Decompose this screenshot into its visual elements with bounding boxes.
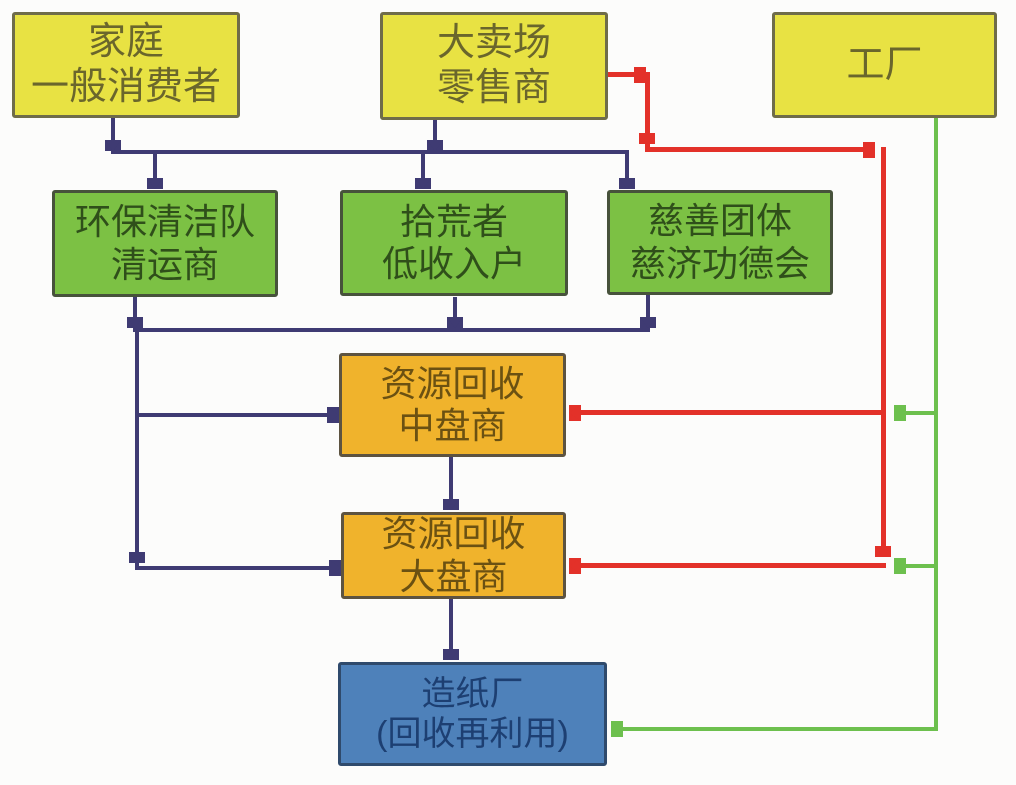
- arrowhead-left-icon: [569, 558, 581, 574]
- node-label-line: 慈善团体: [647, 200, 792, 242]
- node-label-line: 清运商: [110, 243, 219, 285]
- arrowhead-down-icon: [147, 178, 163, 189]
- arrowhead-right-icon: [329, 560, 341, 576]
- node-label-line: 拾荒者: [399, 200, 508, 242]
- edge-top-bus-line: [111, 150, 629, 154]
- arrowhead-down-icon: [415, 178, 431, 189]
- arrowhead-right-icon: [634, 67, 646, 83]
- node-recycling-mid-dealer: 资源回收 中盘商: [339, 353, 566, 457]
- edge-left-rail-line: [135, 332, 139, 568]
- arrowhead-down-icon: [619, 178, 635, 189]
- edge-red-to-big-dealer-line: [581, 563, 886, 568]
- edge-red-to-mid-dealer-line: [581, 410, 886, 415]
- node-factory: 工厂: [772, 12, 997, 118]
- arrowhead-left-icon: [611, 721, 623, 737]
- edge-retailer-down-line: [433, 120, 437, 146]
- edge-cleaning-down-line: [133, 297, 137, 321]
- arrowhead-down-icon: [640, 317, 656, 328]
- edge-factory-to-mid-dealer-line: [906, 411, 938, 415]
- node-scavengers-low-income: 拾荒者 低收入户: [340, 190, 568, 296]
- edge-rail-to-mid-dealer-line: [135, 413, 327, 417]
- edge-retailer-drop-line: [645, 72, 650, 147]
- edge-mid-to-big-dealer-line: [449, 457, 453, 501]
- arrowhead-down-icon: [427, 140, 443, 151]
- arrowhead-down-icon: [443, 499, 459, 510]
- node-label-line: 工厂: [846, 43, 923, 86]
- node-household-consumers: 家庭 一般消费者: [12, 12, 240, 118]
- edge-bus-to-charity-line: [625, 150, 629, 180]
- edge-bus-to-scavengers-line: [421, 154, 425, 180]
- node-label-line: 资源回收: [380, 362, 525, 404]
- edge-retailer-across-line: [645, 147, 863, 152]
- arrowhead-down-icon: [875, 546, 891, 557]
- arrowhead-down-icon: [443, 649, 459, 660]
- node-paper-mill-reuse: 造纸厂 (回收再利用): [338, 662, 607, 766]
- node-label-line: 低收入户: [381, 243, 526, 284]
- node-hypermarket-retailer: 大卖场 零售商: [380, 12, 608, 120]
- node-label-line: (回收再利用): [376, 715, 569, 753]
- edge-factory-to-paper-mill-line: [623, 727, 938, 731]
- arrowhead-down-icon: [127, 317, 143, 328]
- edge-red-rail-line: [881, 147, 886, 547]
- node-recycling-big-dealer: 资源回收 大盘商: [341, 512, 566, 599]
- arrowhead-down-icon: [447, 317, 463, 328]
- node-label-line: 造纸厂: [421, 674, 524, 713]
- node-charity-groups: 慈善团体 慈济功德会: [607, 190, 833, 295]
- arrowhead-down-icon: [105, 140, 121, 151]
- node-label-line: 环保清洁队: [74, 201, 255, 243]
- edge-retailer-right-line: [608, 72, 634, 77]
- node-label-line: 大卖场: [436, 22, 551, 65]
- node-label-line: 家庭: [87, 21, 164, 64]
- node-label-line: 慈济功德会: [629, 242, 810, 284]
- node-label-line: 一般消费者: [30, 66, 221, 108]
- arrowhead-right-icon: [863, 142, 875, 158]
- node-label-line: 中盘商: [398, 405, 507, 446]
- edge-bus-to-cleaning-line: [153, 154, 157, 180]
- edge-household-down-line: [111, 118, 115, 146]
- node-label-line: 零售商: [436, 67, 551, 109]
- arrowhead-left-icon: [569, 405, 581, 421]
- arrowhead-right-icon: [327, 407, 339, 423]
- edge-big-dealer-to-paper-mill-line: [449, 599, 453, 650]
- node-cleaning-crew: 环保清洁队 清运商: [52, 190, 278, 297]
- edge-scavengers-down-line: [453, 297, 457, 319]
- edge-factory-to-big-dealer-line: [906, 564, 938, 568]
- node-label-line: 资源回收: [381, 513, 526, 555]
- arrowhead-down-icon: [639, 133, 655, 144]
- node-label-line: 大盘商: [399, 555, 508, 597]
- edge-factory-rail-line: [934, 118, 938, 731]
- edge-charity-down-line: [646, 295, 650, 328]
- arrowhead-left-icon: [894, 558, 906, 574]
- arrowhead-left-icon: [894, 405, 906, 421]
- arrowhead-down-icon: [129, 552, 145, 563]
- edge-rail-to-big-dealer-line: [135, 566, 329, 570]
- edge-collector-bus-line: [133, 328, 650, 332]
